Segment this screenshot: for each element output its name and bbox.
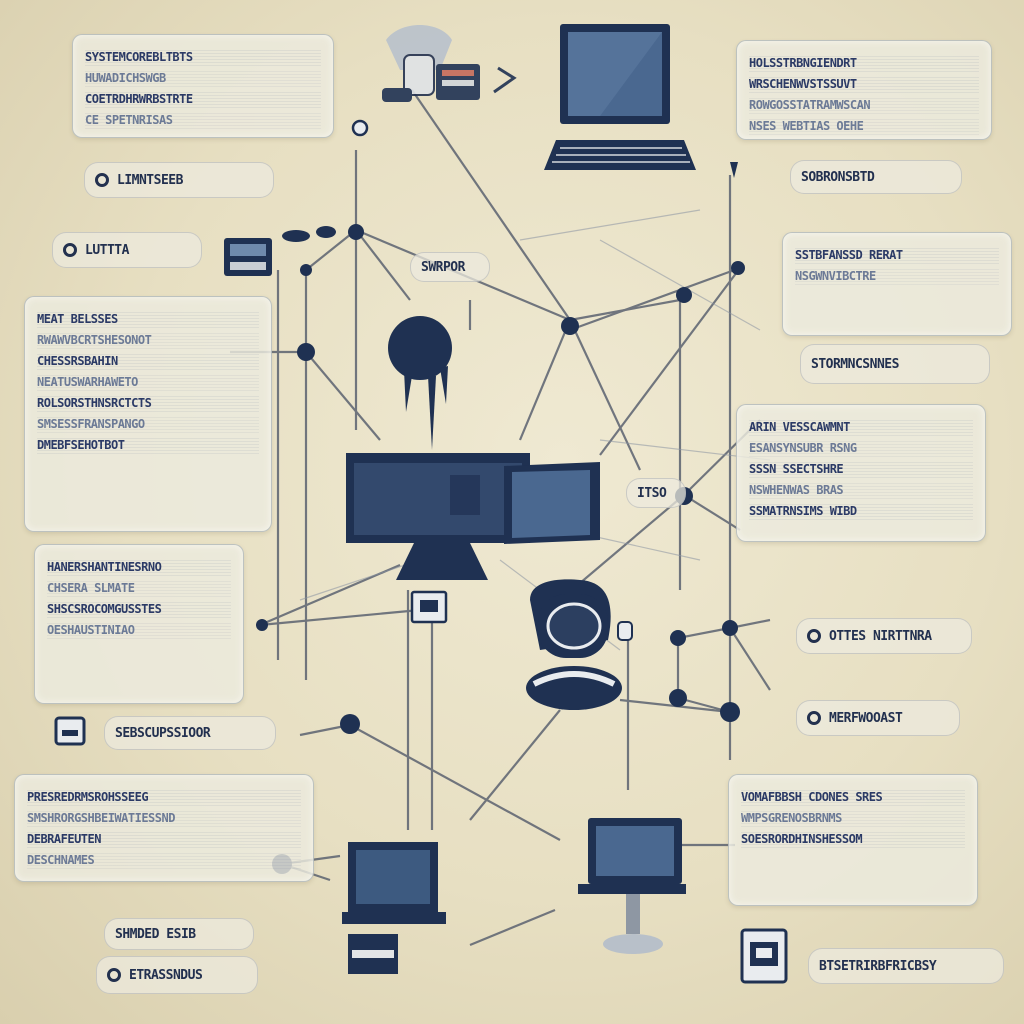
workstation-icon <box>578 818 686 954</box>
panel-line: ROLSORSTHNSRCTCTS <box>37 394 259 412</box>
pill-label: LUTTTA <box>85 242 129 258</box>
panel-line: NSGWNVIBCTRE <box>795 267 999 285</box>
circle-icon <box>107 968 121 982</box>
pill-label: SWRPOR <box>421 259 465 275</box>
info-panel-mid-right-lower: ARIN VESSCAWMNT ESANSYNSUBR RSNG SSSN SS… <box>736 404 986 542</box>
panel-line: SYSTEMCOREBLTBTS <box>85 48 321 66</box>
panel-line: WRSCHENWVSTSSUVT <box>749 75 979 93</box>
node-tag-label: ITSO <box>637 485 667 501</box>
panel-line: NSES WEBTIAS OEHE <box>749 117 979 135</box>
panel-line: SSMATRNSIMS WIBD <box>749 502 973 520</box>
panel-line: NEATUSWARHAWETO <box>37 373 259 391</box>
label-pill: BTSETRIRBFRICBSY <box>808 948 1004 984</box>
panel-line: WMPSGRENOSBRNMS <box>741 809 965 827</box>
pill-label: STORMNCSNNES <box>811 356 899 372</box>
router-icon <box>224 238 272 276</box>
panel-line: DMEBFSEHOTBOT <box>37 436 259 454</box>
panel-line: CHESSRSBAHIN <box>37 352 259 370</box>
terminal-icon <box>740 928 788 984</box>
label-pill: SWRPOR <box>410 252 490 282</box>
document-icon <box>410 590 448 624</box>
panel-line: DEBRAFEUTEN <box>27 830 301 848</box>
panel-line: MEAT BELSSES <box>37 310 259 328</box>
panel-line: ARIN VESSCAWMNT <box>749 418 973 436</box>
user-figure-icon <box>382 25 517 102</box>
circle-icon <box>807 629 821 643</box>
circle-icon <box>95 173 109 187</box>
info-panel-top-right: HOLSSTRBNGIENDRT WRSCHENWVSTSSUVT ROWGOS… <box>736 40 992 140</box>
webcam-robot-icon <box>526 579 633 710</box>
label-pill: ETRASSNDUS <box>96 956 258 994</box>
user-head-icon <box>388 316 452 450</box>
pill-label: OTTES NIRTTNRA <box>829 628 932 644</box>
pill-label: BTSETRIRBFRICBSY <box>819 958 937 974</box>
panel-line: SSTBFANSSD RERAT <box>795 246 999 264</box>
key-icon <box>282 226 336 242</box>
pill-label: SHMDED ESIB <box>115 926 196 942</box>
circle-icon <box>807 711 821 725</box>
card-icon <box>54 716 86 746</box>
panel-line: SMSESSFRANSPANGO <box>37 415 259 433</box>
label-pill: SEBSCUPSSIOOR <box>104 716 276 750</box>
panel-line: HOLSSTRBNGIENDRT <box>749 54 979 72</box>
panel-line: HANERSHANTINESRNO <box>47 558 231 576</box>
node-tag: ITSO <box>626 478 686 508</box>
panel-line: SMSHRORGSHBEIWATIESSND <box>27 809 301 827</box>
laptop-icon <box>544 24 696 170</box>
panel-line: SOESRORDHINSHESSOM <box>741 830 965 848</box>
panel-line: ROWGOSSTATRAMWSCAN <box>749 96 979 114</box>
panel-line: SHSCSROCOMGUSSTES <box>47 600 231 618</box>
panel-line: CHSERA SLMATE <box>47 579 231 597</box>
pill-label: ETRASSNDUS <box>129 967 203 983</box>
pill-label: LIMNTSEEB <box>117 172 183 188</box>
label-pill: MERFWOOAST <box>796 700 960 736</box>
info-panel-bottom-right: VOMAFBBSH CDONES SRES WMPSGRENOSBRNMS SO… <box>728 774 978 906</box>
panel-line: COETRDHRWRBSTRTE <box>85 90 321 108</box>
info-panel-left-lower: HANERSHANTINESRNO CHSERA SLMATE SHSCSROC… <box>34 544 244 704</box>
panel-line: ESANSYNSUBR RSNG <box>749 439 973 457</box>
panel-line: OESHAUSTINIAO <box>47 621 231 639</box>
info-panel-mid-right-upper: SSTBFANSSD RERAT NSGWNVIBCTRE <box>782 232 1012 336</box>
panel-line: NSWHENWAS BRAS <box>749 481 973 499</box>
panel-line: VOMAFBBSH CDONES SRES <box>741 788 965 806</box>
label-pill: LIMNTSEEB <box>84 162 274 198</box>
pill-label: SOBRONSBTD <box>801 169 875 185</box>
panel-line: RWAWVBCRTSHESONOT <box>37 331 259 349</box>
label-pill: LUTTTA <box>52 232 202 268</box>
desktop-computer-icon <box>342 842 446 974</box>
label-pill: SOBRONSBTD <box>790 160 962 194</box>
pin-icon <box>351 119 738 178</box>
info-panel-bottom-left: PRESREDRMSROHSSEEG SMSHRORGSHBEIWATIESSN… <box>14 774 314 882</box>
panel-line: HUWADICHSWGB <box>85 69 321 87</box>
label-pill: STORMNCSNNES <box>800 344 990 384</box>
pill-label: SEBSCUPSSIOOR <box>115 725 211 741</box>
pill-label: MERFWOOAST <box>829 710 903 726</box>
info-panel-top-left: SYSTEMCOREBLTBTS HUWADICHSWGB COETRDHRWR… <box>72 34 334 138</box>
central-monitor-icon <box>346 453 600 580</box>
panel-line: PRESREDRMSROHSSEEG <box>27 788 301 806</box>
info-panel-mid-left: MEAT BELSSES RWAWVBCRTSHESONOT CHESSRSBA… <box>24 296 272 532</box>
panel-line: CE SPETNRISAS <box>85 111 321 129</box>
label-pill: SHMDED ESIB <box>104 918 254 950</box>
label-pill: OTTES NIRTTNRA <box>796 618 972 654</box>
panel-line: DESCHNAMES <box>27 851 301 869</box>
panel-line: SSSN SSECTSHRE <box>749 460 973 478</box>
circle-icon <box>63 243 77 257</box>
